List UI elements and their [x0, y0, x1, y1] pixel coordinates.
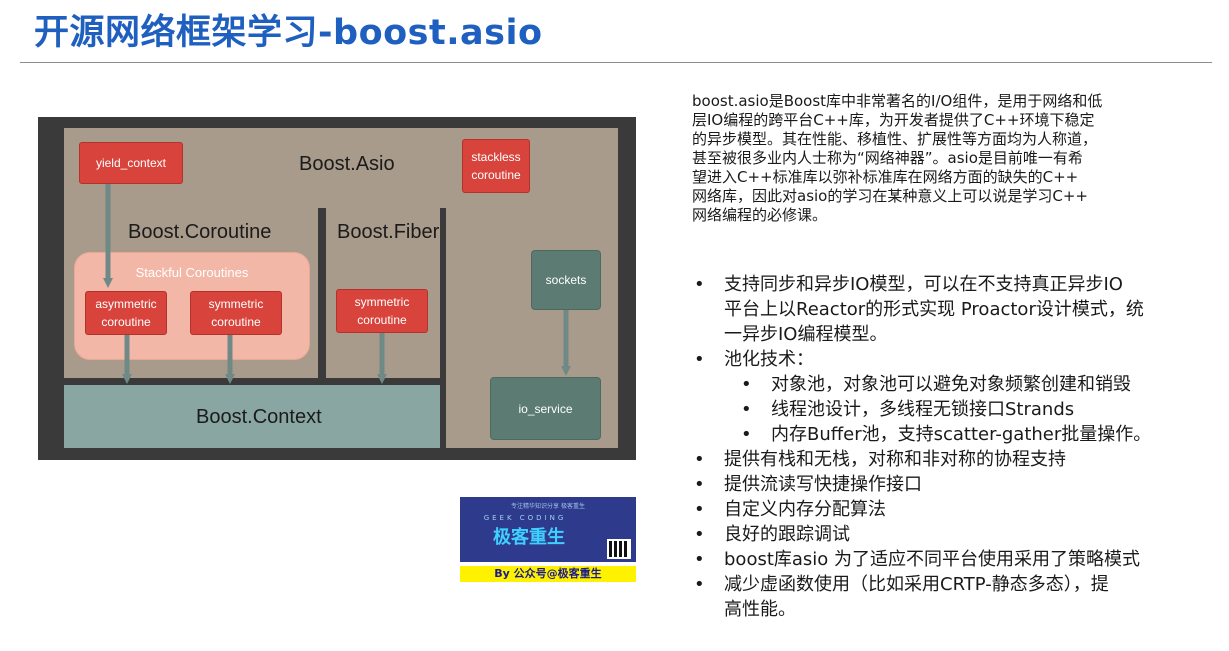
qr-code-icon: [607, 539, 631, 559]
badge-mid-text: GEEK CODING: [483, 514, 567, 522]
label-stackful-coroutines: Stackful Coroutines: [135, 265, 249, 280]
intro-line: boost.asio是Boost库中非常著名的I/O组件，是用于网络和低: [692, 92, 1103, 110]
intro-line: 甚至被很多业内人士称为“网络神器”。asio是目前唯一有希: [692, 149, 1083, 167]
bullet-item: 提供流读写快捷操作接口: [692, 472, 1212, 497]
box-fiber-symmetric-coroutine: symmetric coroutine: [336, 289, 428, 333]
box-stackless-coroutine: stackless coroutine: [462, 139, 530, 193]
bullet-item: 自定义内存分配算法: [692, 497, 1212, 522]
bullet-continuation: 平台上以Reactor的形式实现 Proactor设计模式，统: [724, 299, 1144, 320]
bullet-item: 减少虚函数使用（比如采用CRTP-静态多态），提: [692, 572, 1212, 597]
box-io-service: io_service: [490, 377, 601, 440]
stackless-line1: stackless: [471, 150, 521, 164]
intro-line: 的异步模型。其在性能、移植性、扩展性等方面均为人称道，: [692, 130, 1098, 148]
feature-list: 支持同步和异步IO模型，可以在不支持真正异步IO 平台上以Reactor的形式实…: [692, 272, 1212, 622]
stackless-line2: coroutine: [471, 168, 521, 182]
sub-bullet-item: 线程池设计，多线程无锁接口Strands: [692, 397, 1212, 422]
intro-line: 层IO编程的跨平台C++库，为开发者提供了C++环境下稳定: [692, 111, 1095, 129]
architecture-diagram: Boost.Asio Boost.Coroutine Boost.Fiber B…: [38, 117, 636, 460]
bullet-item: boost库asio 为了适应不同平台使用采用了策略模式: [692, 547, 1212, 572]
intro-line: 望进入C++标准库以弥补标准库在网络方面的缺失的C++: [692, 168, 1079, 186]
watermark-badge: 专注精华知识分享 极客重生 GEEK CODING 极客重生: [460, 497, 636, 562]
sub-bullet-item: 内存Buffer池，支持scatter-gather批量操作。: [692, 422, 1212, 447]
box-symmetric-coroutine: symmetric coroutine: [190, 291, 282, 335]
intro-line: 网络编程的必修课。: [692, 206, 828, 224]
box-sockets: sockets: [531, 250, 601, 310]
badge-top-text: 专注精华知识分享 极客重生: [511, 503, 585, 510]
symmetric-line1: symmetric: [208, 297, 264, 311]
bullet-item: 良好的跟踪调试: [692, 522, 1212, 547]
label-boost-coroutine: Boost.Coroutine: [128, 221, 272, 243]
fiber-symmetric-line2: coroutine: [357, 313, 407, 327]
intro-paragraph: boost.asio是Boost库中非常著名的I/O组件，是用于网络和低 层IO…: [692, 92, 1192, 225]
bullet-continuation: 高性能。: [724, 599, 796, 620]
asymmetric-line2: coroutine: [101, 315, 151, 329]
label-boost-context: Boost.Context: [196, 406, 322, 428]
bullet-item: 提供有栈和无栈，对称和非对称的协程支持: [692, 447, 1212, 472]
badge-logo: 极客重生: [493, 527, 565, 548]
sub-bullet-item: 对象池，对象池可以避免对象频繁创建和销毁: [692, 372, 1212, 397]
badge-caption: By 公众号@极客重生: [460, 566, 636, 582]
intro-line: 网络库，因此对asio的学习在某种意义上可以说是学习C++: [692, 187, 1088, 205]
bullet-continuation: 一异步IO编程模型。: [724, 324, 888, 345]
title-divider: [20, 62, 1212, 63]
dependency-arrows: [103, 184, 571, 384]
box-yield-context: yield_context: [79, 142, 183, 184]
fiber-symmetric-line1: symmetric: [354, 295, 410, 309]
symmetric-line2: coroutine: [211, 315, 261, 329]
label-boost-fiber: Boost.Fiber: [337, 221, 440, 243]
region-boost-context: [64, 385, 440, 448]
asymmetric-line1: asymmetric: [95, 297, 157, 311]
page-title: 开源网络框架学习-boost.asio: [34, 13, 543, 53]
box-asymmetric-coroutine: asymmetric coroutine: [85, 291, 167, 335]
bullet-item: 支持同步和异步IO模型，可以在不支持真正异步IO: [692, 272, 1212, 297]
label-boost-asio: Boost.Asio: [299, 153, 395, 175]
bullet-item: 池化技术：: [692, 347, 1212, 372]
